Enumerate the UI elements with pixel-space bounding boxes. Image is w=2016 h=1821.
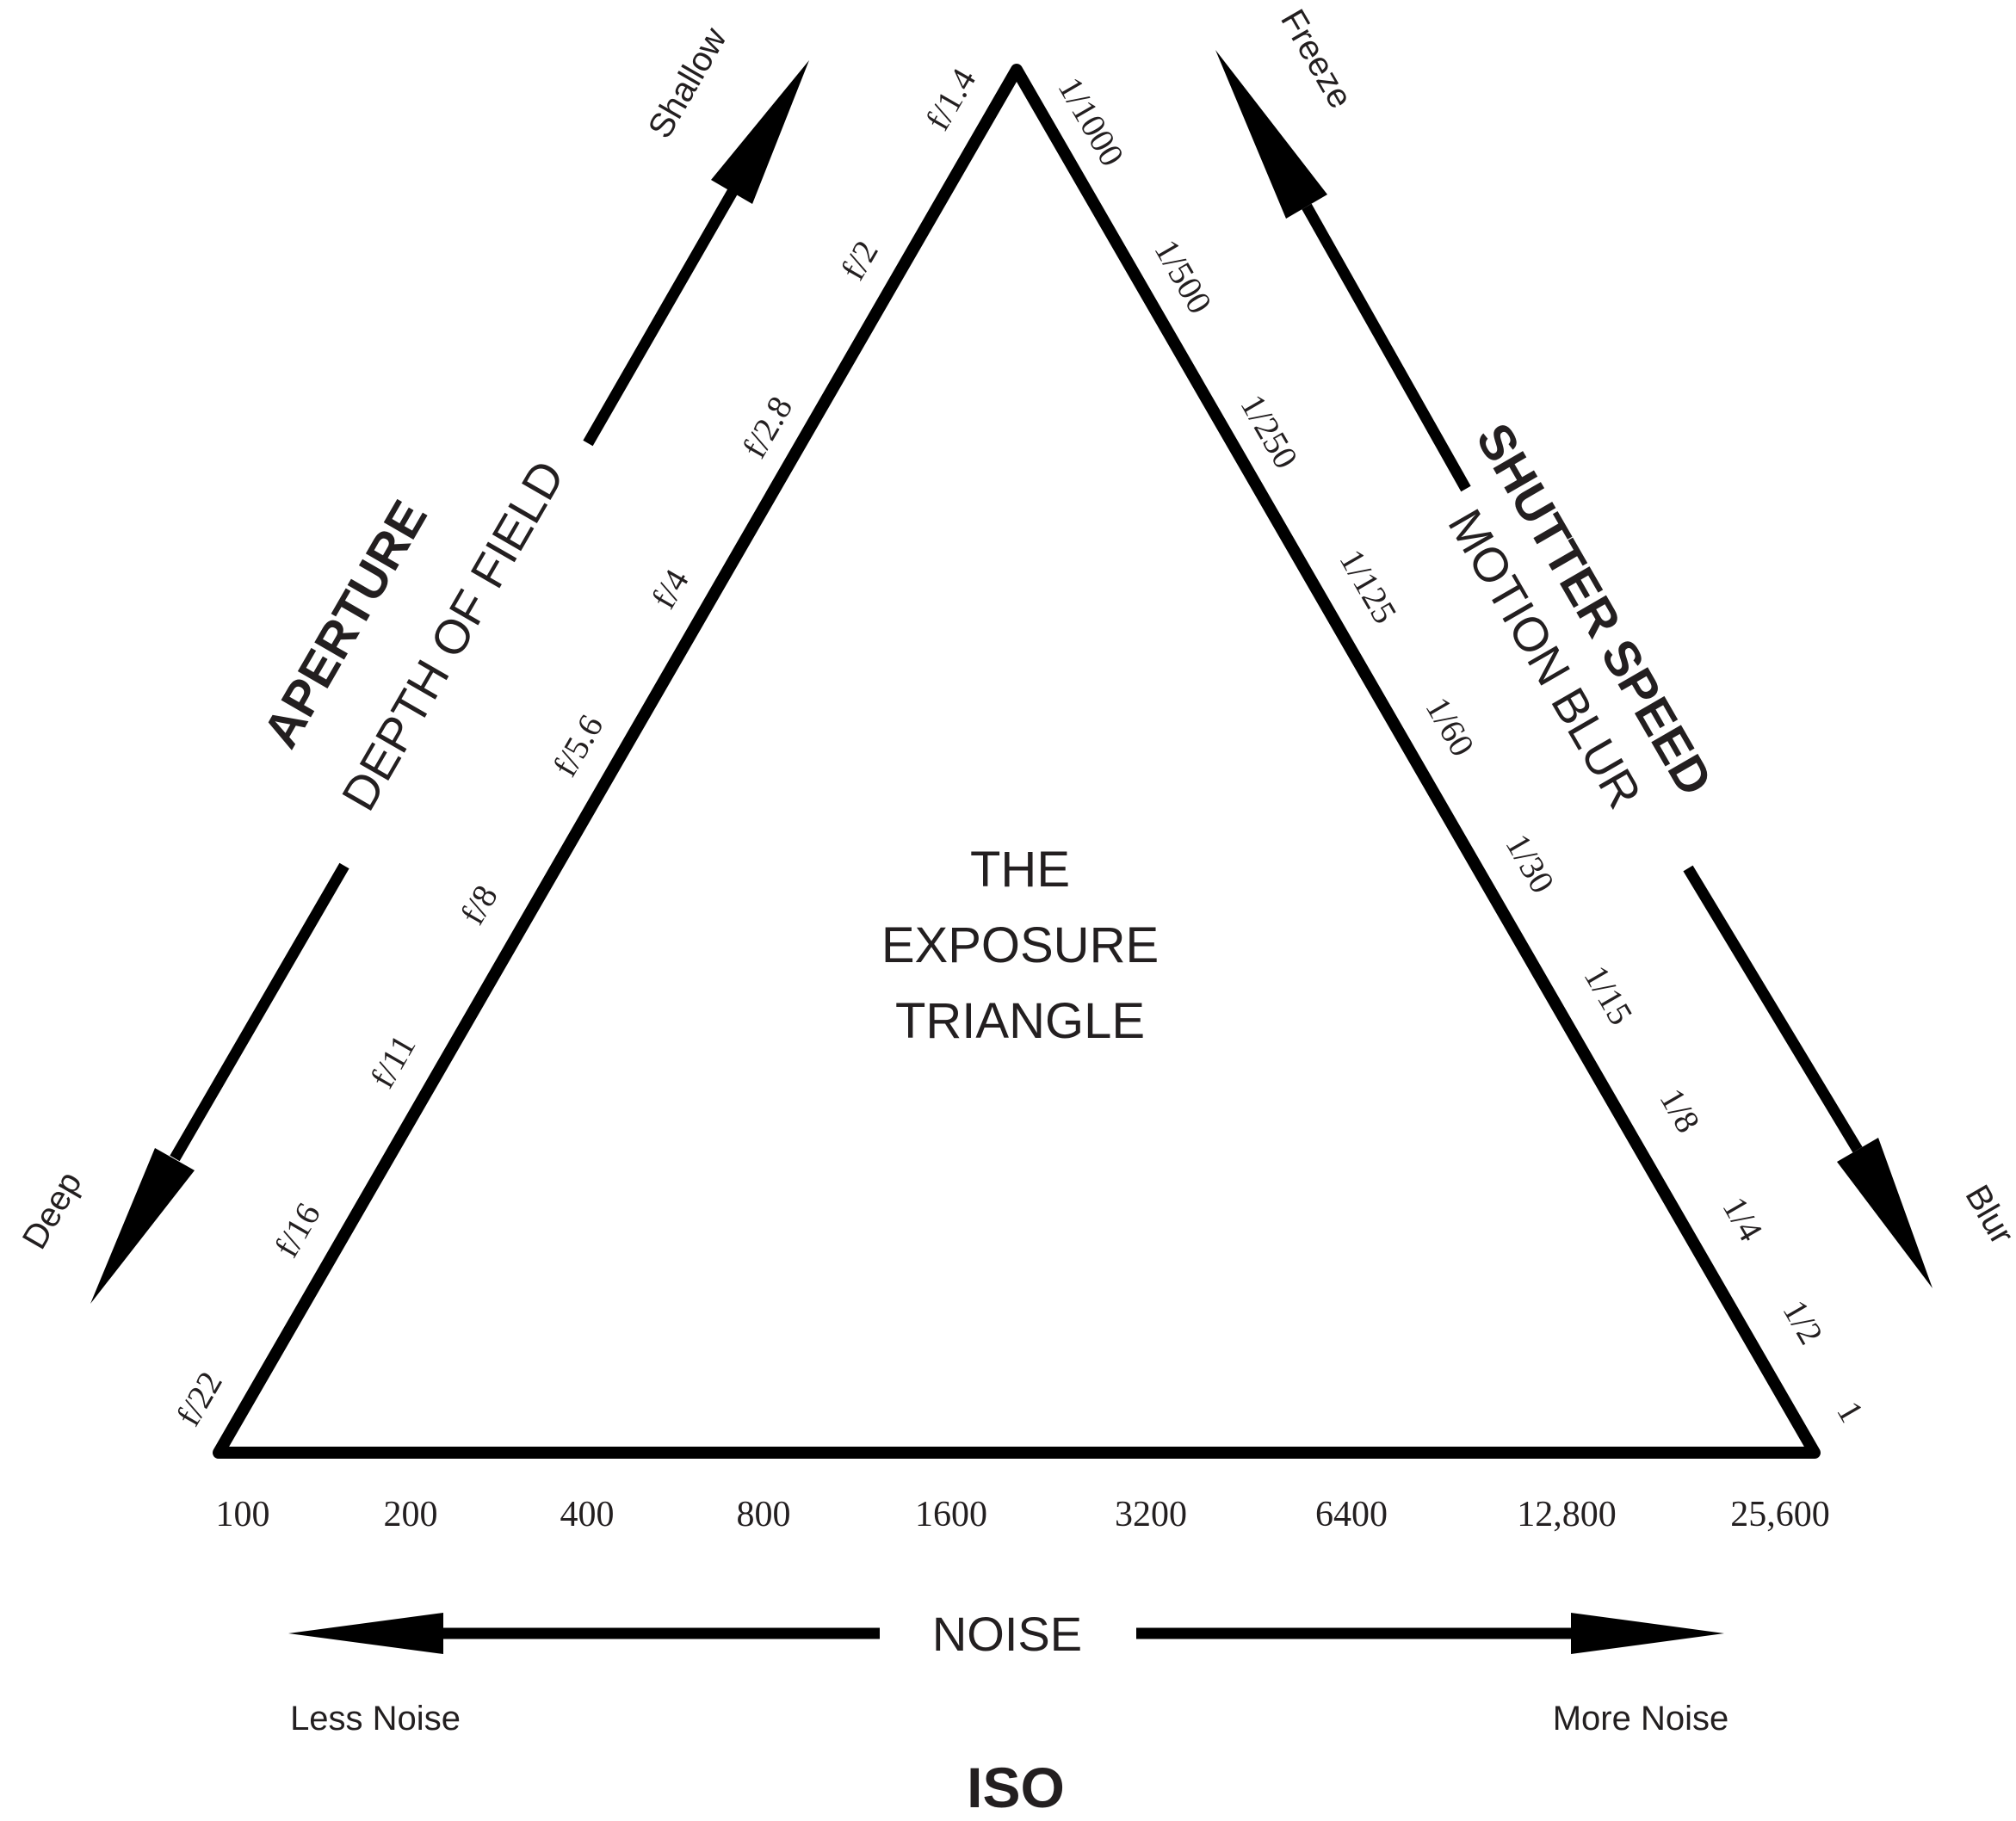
iso-value-labels: 100 200 400 800 1600 3200 6400 12,800 25… — [216, 1495, 1830, 1534]
aperture-shallow-label: Shallow — [641, 22, 734, 145]
center-title: THE EXPOSURE TRIANGLE — [881, 842, 1159, 1049]
shutter-speed: 1/30 — [1498, 827, 1562, 899]
shutter-speed: 1/125 — [1332, 543, 1405, 630]
iso-value: 1600 — [915, 1495, 987, 1534]
iso-value: 100 — [216, 1495, 270, 1534]
center-title-line-3: TRIANGLE — [895, 993, 1145, 1049]
iso-value: 25,600 — [1730, 1495, 1830, 1534]
iso-more-noise-label: More Noise — [1553, 1700, 1729, 1738]
shutter-speed: 1/60 — [1418, 690, 1482, 762]
iso-arrow-more-noise — [1136, 1613, 1724, 1654]
aperture-stop: f/22 — [169, 1365, 230, 1432]
shutter-freeze-label: Freeze — [1273, 3, 1359, 115]
iso-value: 12,800 — [1517, 1495, 1617, 1534]
iso-value: 3200 — [1115, 1495, 1187, 1534]
aperture-stop: f/2 — [833, 234, 886, 287]
iso-value: 800 — [737, 1495, 791, 1534]
aperture-section: APERTURE DEPTH OF FIELD Shallow Deep f/1… — [15, 22, 984, 1433]
iso-subtitle: NOISE — [932, 1607, 1082, 1661]
shutter-speed: 1 — [1829, 1394, 1871, 1429]
exposure-triangle — [213, 64, 1821, 1459]
aperture-stop: f/8 — [453, 879, 505, 931]
aperture-stop: f/16 — [267, 1196, 328, 1263]
shutter-speed: 1/2 — [1775, 1293, 1831, 1351]
shutter-speed: 1/4 — [1715, 1190, 1771, 1248]
aperture-arrow-shallow — [583, 60, 809, 447]
shutter-speed: 1/15 — [1576, 959, 1641, 1031]
aperture-stop: f/5.6 — [545, 708, 610, 783]
iso-section: 100 200 400 800 1600 3200 6400 12,800 25… — [216, 1495, 1830, 1819]
aperture-stop: f/4 — [644, 563, 696, 615]
aperture-arrow-deep — [90, 862, 349, 1304]
shutter-section: SHUTTER SPEED MOTION BLUR Freeze Blur 1/… — [1050, 3, 2016, 1429]
center-title-line-2: EXPOSURE — [881, 917, 1159, 973]
shutter-arrow-freeze — [1215, 50, 1471, 492]
iso-title: ISO — [967, 1756, 1065, 1819]
shutter-speed-labels: 1/1000 1/500 1/250 1/125 1/60 1/30 1/15 … — [1050, 71, 1871, 1429]
shutter-arrow-blur — [1683, 865, 1933, 1288]
iso-value: 400 — [560, 1495, 615, 1534]
shutter-blur-label: Blur — [1957, 1179, 2016, 1251]
aperture-stop: f/11 — [362, 1028, 423, 1095]
shutter-speed: 1/8 — [1652, 1082, 1708, 1139]
iso-value: 6400 — [1315, 1495, 1388, 1534]
iso-value: 200 — [384, 1495, 438, 1534]
aperture-stop: f/1.4 — [918, 62, 983, 137]
iso-arrow-less-noise — [288, 1613, 880, 1654]
iso-less-noise-label: Less Noise — [290, 1700, 461, 1738]
center-title-line-1: THE — [970, 842, 1070, 898]
aperture-deep-label: Deep — [15, 1165, 90, 1256]
